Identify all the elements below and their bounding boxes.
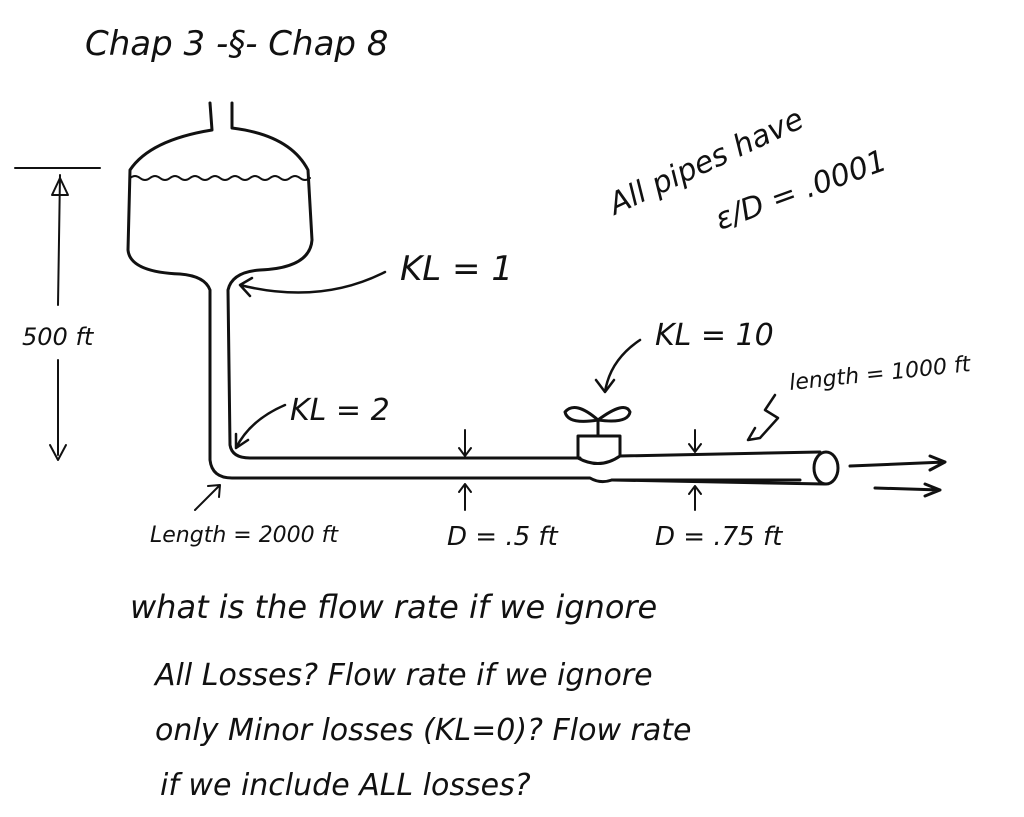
length-horizontal-label: length = 1000 ft xyxy=(788,352,973,396)
kl-valve-arrow xyxy=(594,338,642,394)
question-line-1: what is the flow rate if we ignore xyxy=(130,588,657,626)
flow-arrows xyxy=(848,454,947,498)
diameter-small-arrows xyxy=(458,429,472,511)
kl-elbow-arrow xyxy=(234,403,287,450)
page-title: Chap 3 -§- Chap 8 xyxy=(85,24,388,64)
height-label: 500 ft xyxy=(22,323,95,351)
valve-icon xyxy=(563,406,632,465)
kl-entrance-arrow xyxy=(238,270,387,298)
kl-elbow-label: KL = 2 xyxy=(290,393,390,428)
question-block: what is the flow rate if we ignore All L… xyxy=(130,588,691,803)
water-surface xyxy=(129,175,311,181)
diameter-small-label: D = .5 ft xyxy=(447,522,559,552)
kl-valve-label: KL = 10 xyxy=(655,318,774,353)
kl-entrance-label: KL = 1 xyxy=(400,249,513,289)
question-line-4: if we include ALL losses? xyxy=(160,768,531,803)
question-line-2: All Losses? Flow rate if we ignore xyxy=(153,658,653,693)
diameter-large-arrows xyxy=(688,429,702,511)
height-dimension xyxy=(14,167,101,461)
diameter-large-label: D = .75 ft xyxy=(655,522,783,552)
pipe-outlet xyxy=(812,450,840,486)
length-horizontal-arrow xyxy=(746,393,780,442)
question-line-3: only Minor losses (KL=0)? Flow rate xyxy=(155,713,691,748)
length-vertical-label: Length = 2000 ft xyxy=(150,523,339,548)
large-pipe xyxy=(610,450,840,486)
length-vertical-arrow xyxy=(194,484,221,511)
tank xyxy=(126,101,802,484)
